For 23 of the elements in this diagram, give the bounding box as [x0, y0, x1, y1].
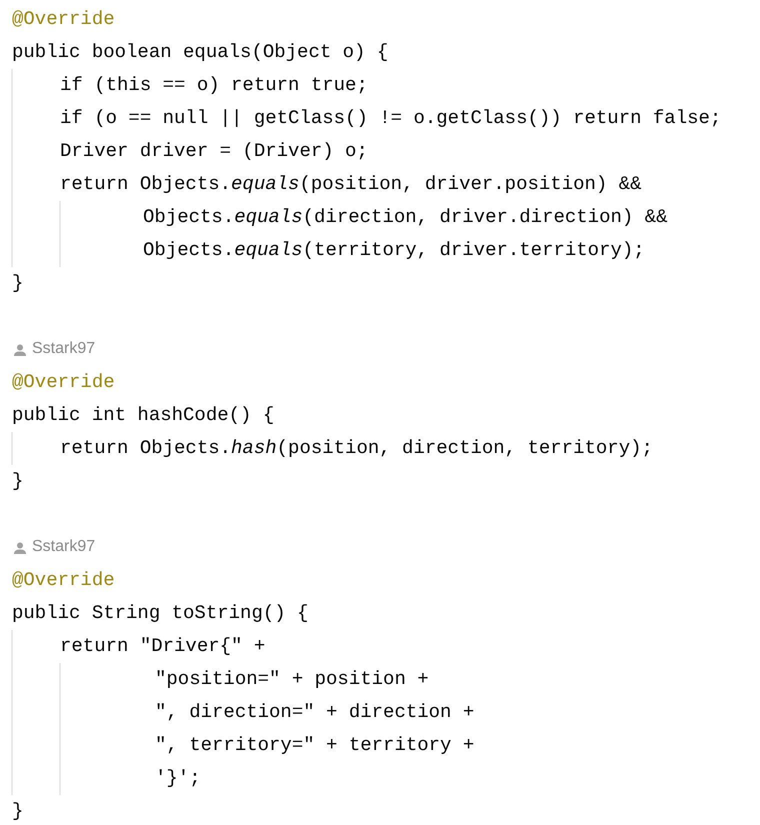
code-line: } [12, 800, 24, 822]
code-line: "position=" + position + [155, 668, 429, 690]
code-line: '}'; [155, 767, 201, 789]
annotation: @Override [12, 8, 115, 30]
author-name: Sstark97 [32, 537, 96, 557]
code-line: } [12, 272, 24, 294]
code-line: if (o == null || getClass() != o.getClass()) return false; [60, 107, 722, 129]
code-line: public boolean equals(Object o) { [12, 41, 388, 63]
code-line: Objects.equals(territory, driver.territory); [143, 239, 645, 261]
code-line: Driver driver = (Driver) o; [60, 140, 368, 162]
code-line: } [12, 470, 24, 492]
annotation: @Override [12, 569, 115, 591]
code-line: return Objects.hash(position, direction, territory); [60, 437, 653, 459]
author-name: Sstark97 [32, 339, 96, 359]
code-line: Objects.equals(direction, driver.direction) && [143, 206, 668, 228]
code-line: if (this == o) return true; [60, 74, 368, 96]
code-line: public String toString() { [12, 602, 308, 624]
code-line: return Objects.equals(position, driver.position) && [60, 173, 642, 195]
code-line: public int hashCode() { [12, 404, 274, 426]
code-line: return "Driver{" + [60, 635, 266, 657]
code-line: ", territory=" + territory + [155, 734, 474, 756]
annotation: @Override [12, 371, 115, 393]
code-line: ", direction=" + direction + [155, 701, 474, 723]
